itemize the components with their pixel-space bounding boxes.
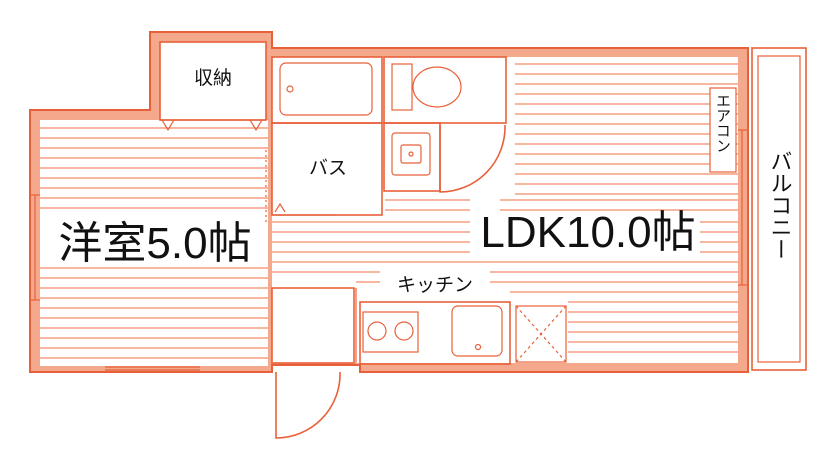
aircon-label: エアコン xyxy=(714,93,732,153)
balcony xyxy=(751,47,807,371)
storage-closet xyxy=(159,41,267,132)
ldk-main-floor-hatch xyxy=(272,199,738,353)
western-room-floor-hatch xyxy=(40,127,268,359)
aircon-unit xyxy=(709,87,737,173)
bath-block xyxy=(271,56,507,216)
bath-label: バス xyxy=(309,157,347,179)
balcony-label: バルコニー xyxy=(767,150,792,260)
kitchen-label: キッチン xyxy=(397,274,473,296)
outer-walls xyxy=(29,31,749,373)
storage-label: 収納 xyxy=(194,67,232,89)
ldk-upper-floor-hatch xyxy=(515,63,738,195)
kitchen-counter xyxy=(359,301,567,365)
ldk-label: LDK10.0帖 xyxy=(480,208,695,257)
entrance xyxy=(271,287,357,439)
western-room-label: 洋室5.0帖 xyxy=(58,219,251,268)
windows xyxy=(30,129,748,371)
